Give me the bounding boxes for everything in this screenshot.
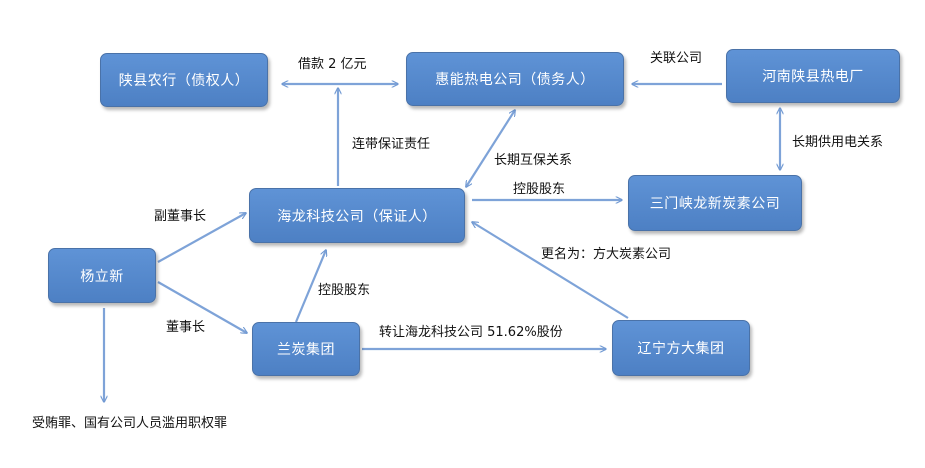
label-lantan-controlling: 控股股东 xyxy=(318,283,371,298)
label-renamed: 更名为：方大炭素公司 xyxy=(541,247,672,262)
node-hailong: 海龙科技公司（保证人） xyxy=(249,188,465,243)
node-liaoning-fangda: 辽宁方大集团 xyxy=(612,320,750,376)
label-share-transfer: 转让海龙科技公司 51.62%股份 xyxy=(379,325,563,340)
node-shaanxian-bank: 陕县农行（债权人） xyxy=(100,53,268,107)
label-vice-chairman: 副董事长 xyxy=(154,209,207,224)
node-lantan: 兰炭集团 xyxy=(252,322,360,376)
arrow-chairman xyxy=(157,281,247,333)
label-related-company: 关联公司 xyxy=(650,51,703,66)
node-yang-lixin: 杨立新 xyxy=(48,248,156,303)
label-joint-guarantee: 连带保证责任 xyxy=(352,137,431,152)
node-sanmenxia: 三门峡龙新炭素公司 xyxy=(628,175,802,231)
label-controlling-shareholder: 控股股东 xyxy=(513,182,566,197)
label-mutual-guarantee: 长期互保关系 xyxy=(494,153,573,168)
label-loan: 借款 2 亿元 xyxy=(298,57,367,72)
node-huineng: 惠能热电公司（债务人） xyxy=(406,52,624,106)
label-crimes: 受贿罪、国有公司人员滥用职权罪 xyxy=(32,416,228,431)
arrow-mutual-guarantee xyxy=(466,110,515,187)
arrow-lantan-controlling xyxy=(294,250,326,323)
arrow-vice-chairman xyxy=(157,212,246,263)
arrow-renamed xyxy=(472,222,629,319)
label-power-supply: 长期供用电关系 xyxy=(792,135,884,150)
node-henan-power: 河南陕县热电厂 xyxy=(726,49,900,103)
label-chairman: 董事长 xyxy=(166,320,206,335)
